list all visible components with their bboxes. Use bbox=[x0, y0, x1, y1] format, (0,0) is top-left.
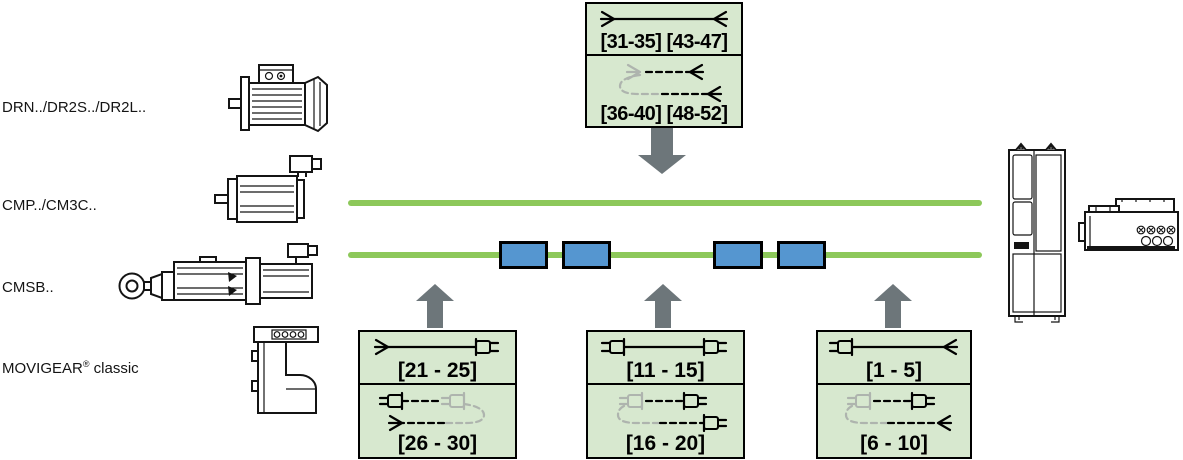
extension-cable-plug-open-icon bbox=[844, 391, 953, 432]
cable-range-label: [1 - 5] bbox=[865, 358, 922, 382]
cable-range-label: [11 - 15] bbox=[626, 358, 705, 382]
cable-range-label: [16 - 20] bbox=[625, 432, 706, 455]
up-arrow-icon-3 bbox=[874, 284, 912, 328]
cable-box-bottom-right: [1 - 5] [6 - 10] bbox=[816, 330, 972, 459]
extension-cable-open-plug-icon bbox=[378, 391, 485, 432]
inline-connector-1 bbox=[499, 241, 548, 269]
bus-line-upper bbox=[348, 200, 982, 206]
servo-motor-icon bbox=[214, 154, 324, 242]
registered-mark: ® bbox=[82, 359, 90, 369]
cable-box-top-section-1: [31-35] [43-47] bbox=[587, 4, 741, 54]
up-arrow-icon-1 bbox=[416, 284, 454, 328]
motor-label-movigear: MOVIGEAR® classic bbox=[2, 359, 139, 378]
cable-range-label: [21 - 25] bbox=[397, 358, 478, 382]
cable-box-bm-section-2: [16 - 20] bbox=[588, 383, 743, 457]
cable-box-bl-section-1: [21 - 25] bbox=[360, 332, 515, 383]
cable-box-top: [31-35] [43-47] [36-40] [48-52] bbox=[585, 2, 743, 128]
cable-box-bottom-left: [21 - 25] [26 - 30] bbox=[358, 330, 517, 459]
decentralized-drive-icon bbox=[1078, 198, 1183, 256]
movigear-variant: classic bbox=[89, 360, 139, 377]
inline-connector-3 bbox=[713, 241, 763, 269]
cable-box-bl-section-2: [26 - 30] bbox=[360, 383, 515, 457]
movigear-icon bbox=[250, 325, 326, 421]
cable-box-br-section-2: [6 - 10] bbox=[818, 383, 970, 457]
cable-range-label: [26 - 30] bbox=[397, 432, 478, 455]
straight-cable-open-open-icon bbox=[599, 10, 729, 27]
cable-range-label: [6 - 10] bbox=[860, 432, 928, 455]
movigear-name: MOVIGEAR bbox=[2, 360, 83, 377]
bus-line-lower bbox=[348, 252, 982, 258]
cable-box-top-section-2: [36-40] [48-52] bbox=[587, 54, 741, 126]
extension-cable-plug-plug-icon bbox=[616, 391, 727, 432]
straight-cable-open-plug-icon bbox=[373, 337, 499, 356]
motor-label-cmsb: CMSB.. bbox=[2, 279, 54, 296]
up-arrow-icon-2 bbox=[644, 284, 682, 328]
motor-label-cmp: CMP../CM3C.. bbox=[2, 197, 97, 214]
inline-connector-4 bbox=[777, 241, 826, 269]
cable-box-bottom-middle: [11 - 15] [16 - 20] bbox=[586, 330, 745, 459]
extension-cable-open-open-icon bbox=[618, 63, 723, 102]
straight-cable-plug-open-icon bbox=[828, 337, 959, 356]
motor-label-drn: DRN../DR2S../DR2L.. bbox=[2, 99, 147, 116]
cabinet-inverter-icon bbox=[1006, 142, 1068, 324]
down-arrow-icon bbox=[638, 128, 686, 174]
cable-range-label: [36-40] [48-52] bbox=[600, 102, 728, 125]
ac-motor-icon bbox=[228, 62, 334, 146]
straight-cable-plug-plug-icon bbox=[600, 337, 727, 356]
electric-cylinder-icon bbox=[116, 242, 324, 312]
cable-range-label: [31-35] [43-47] bbox=[600, 30, 728, 53]
inline-connector-2 bbox=[562, 241, 611, 269]
cable-box-br-section-1: [1 - 5] bbox=[818, 332, 970, 383]
cable-box-bm-section-1: [11 - 15] bbox=[588, 332, 743, 383]
